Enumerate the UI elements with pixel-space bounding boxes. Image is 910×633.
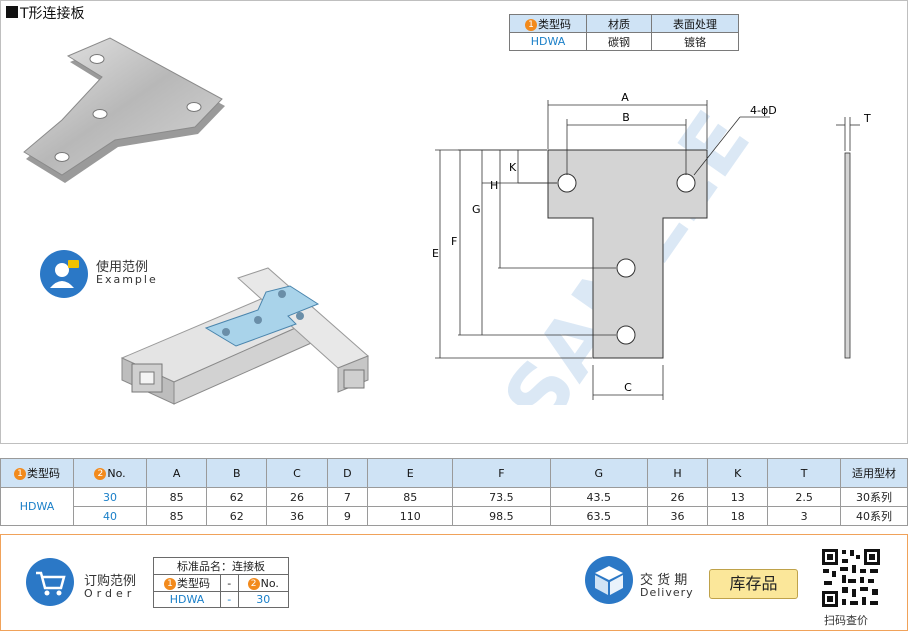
dim-header-h: H [646,458,709,488]
table-cell: 85 [145,487,208,507]
table-cell: 40 [73,506,147,526]
table-cell: 9 [326,506,369,526]
table-cell: 110 [367,506,454,526]
table-cell: 18 [707,506,769,526]
delivery-box-icon [585,556,633,604]
dim-label-holes: 4-ϕD [750,104,777,117]
material-type-code: HDWA [509,32,587,51]
example-person-icon [40,250,88,298]
material-header-surface: 表面处理 [651,14,739,33]
table-cell: 2.5 [767,487,841,507]
example-label-en: Example [96,273,158,286]
dim-header-k: K [707,458,769,488]
table-row: 40 85 62 36 9 110 98.5 63.5 36 18 3 40系列 [1,506,908,526]
table-cell: 26 [646,487,709,507]
order-dash: - [219,591,239,608]
dim-label-c: C [624,381,632,394]
dim-header-a: A [145,458,208,488]
table-cell: 85 [367,487,454,507]
dim-label-g: G [472,203,481,216]
dim-header-e: E [367,458,454,488]
dim-type-code: HDWA [0,487,74,526]
delivery-label-cn: 交 货 期 [640,573,688,588]
dim-label-e: E [432,247,439,260]
table-cell: 62 [206,506,268,526]
order-value-no: 30 [237,591,289,608]
material-value: 碳钢 [586,32,652,51]
dim-label-f: F [451,235,457,248]
stock-badge: 库存品 [709,569,798,599]
table-cell: 36 [266,506,328,526]
dim-header-t: T [767,458,841,488]
order-label-en: Order [84,587,136,600]
table-cell: 3 [767,506,841,526]
qr-caption: 扫码查价 [824,614,868,627]
table-cell: 30 [73,487,147,507]
dim-label-t: T [863,112,871,125]
surface-value: 镀铬 [651,32,739,51]
table-cell: 26 [266,487,328,507]
dim-header-b: B [206,458,268,488]
table-cell: 98.5 [452,506,551,526]
order-value-type: HDWA [153,591,221,608]
dim-header-f: F [452,458,551,488]
order-label-cn: 订购范例 [84,574,137,589]
dim-header-g: G [549,458,648,488]
table-cell: 62 [206,487,268,507]
table-cell: 63.5 [549,506,648,526]
table-cell: 30系列 [840,487,908,507]
example-label-cn: 使用范例 [96,260,149,275]
dim-header-c: C [266,458,328,488]
table-cell: 7 [326,487,369,507]
dim-label-h: H [490,179,498,192]
table-cell: 85 [145,506,208,526]
table-cell: 40系列 [840,506,908,526]
title-square-icon [6,6,18,18]
qr-code-icon[interactable] [820,547,882,609]
table-row: HDWA 30 85 62 26 7 85 73.5 43.5 26 13 2.… [0,487,908,526]
material-header-material: 材质 [586,14,652,33]
table-cell: 43.5 [549,487,648,507]
dim-label-a: A [621,91,629,104]
table-cell: 36 [646,506,709,526]
technical-drawing: SAMLEE A B C E F G H K 4-ϕD T [432,91,871,405]
page-title: T形连接板 [20,6,85,22]
delivery-label-en: Delivery [640,586,694,599]
dim-header-d: D [326,458,369,488]
order-table-title: 标准品名：连接板 [153,557,289,575]
t-plate-photo [23,37,225,183]
table-cell: 13 [707,487,769,507]
dim-label-b: B [622,111,630,124]
dim-label-k: K [509,161,517,174]
cart-icon [26,558,74,606]
assembly-illustration [120,267,369,405]
table-cell: 73.5 [452,487,551,507]
order-dash: - [219,574,239,592]
dim-header-profile: 适用型材 [840,458,908,488]
